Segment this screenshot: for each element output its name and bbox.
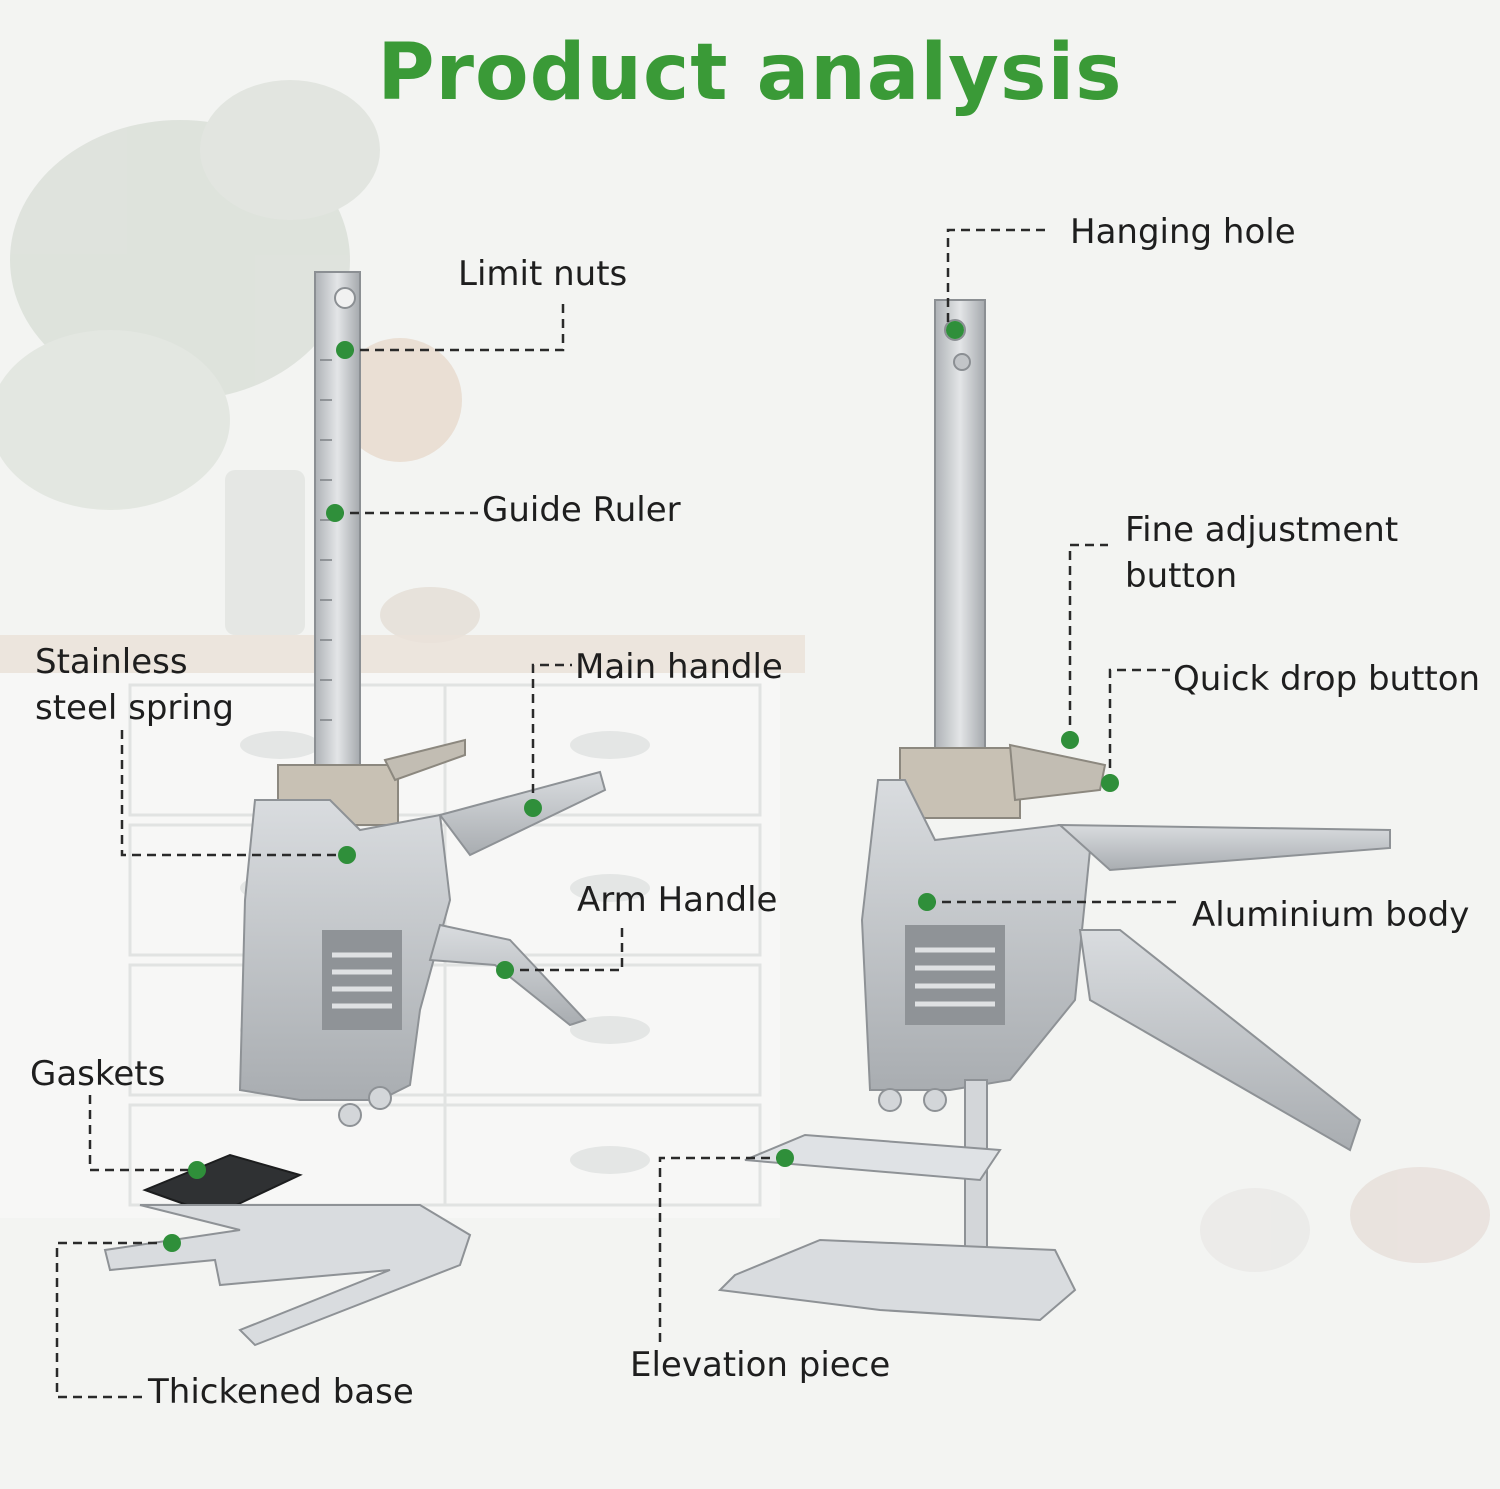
marker-stainless-spring (338, 846, 356, 864)
label-stainless-steel-spring: Stainless steel spring (35, 640, 234, 732)
marker-gaskets (188, 1161, 206, 1179)
marker-guide-ruler (326, 504, 344, 522)
label-guide-ruler: Guide Ruler (482, 490, 681, 530)
marker-aluminium-body (918, 893, 936, 911)
marker-fine-adjustment (1061, 731, 1079, 749)
main-handle-left (438, 770, 607, 857)
marker-thickened-base (163, 1234, 181, 1252)
label-stainless-line1: Stainless (35, 642, 188, 682)
label-stainless-line2: steel spring (35, 687, 234, 728)
label-limit-nuts: Limit nuts (458, 254, 628, 294)
label-fine-adjustment-button: Fine adjustment button (1125, 508, 1398, 600)
callout-markers (163, 321, 1119, 1252)
shoes (1200, 1167, 1490, 1272)
arm-handle-right (1078, 929, 1362, 1152)
marker-quick-drop (1101, 774, 1119, 792)
marker-limit-nuts (336, 341, 354, 359)
quick-lever (383, 738, 466, 782)
wood-decor (338, 338, 462, 462)
plant-illustration (0, 80, 380, 510)
label-thickened-base: Thickened base (148, 1372, 414, 1412)
label-hanging-hole: Hanging hole (1070, 212, 1296, 252)
label-arm-handle: Arm Handle (577, 880, 778, 920)
label-aluminium-body: Aluminium body (1192, 895, 1470, 935)
spring-window (322, 930, 402, 1030)
label-gaskets: Gaskets (30, 1054, 166, 1094)
spring-coils (332, 952, 392, 1009)
marker-main-handle (524, 799, 542, 817)
yarn-ball (380, 587, 480, 643)
vase (225, 470, 305, 635)
page-title: Product analysis (377, 28, 1123, 118)
marker-elevation-piece (776, 1149, 794, 1167)
label-elevation-piece: Elevation piece (630, 1345, 891, 1385)
label-fine-adj-line2: button (1125, 555, 1238, 596)
marker-arm-handle (496, 961, 514, 979)
spring-window-right (905, 925, 1005, 1025)
thickened-base-left (103, 1204, 472, 1347)
main-handle-right (1057, 823, 1391, 872)
label-main-handle: Main handle (575, 647, 783, 687)
cabinet-top (0, 635, 805, 673)
spring-coils-right (915, 947, 995, 1007)
ruler-ticks (320, 359, 332, 721)
label-quick-drop-button: Quick drop button (1173, 659, 1481, 699)
ruler-hole (334, 287, 356, 309)
quick-drop-lever (1008, 743, 1107, 802)
marker-hanging-hole (946, 321, 964, 339)
clamp-block-right (899, 747, 1021, 819)
elevation-piece-plate (744, 1133, 1002, 1182)
thickened-base-right (717, 1238, 1077, 1322)
label-fine-adj-line1: Fine adjustment (1125, 510, 1399, 550)
